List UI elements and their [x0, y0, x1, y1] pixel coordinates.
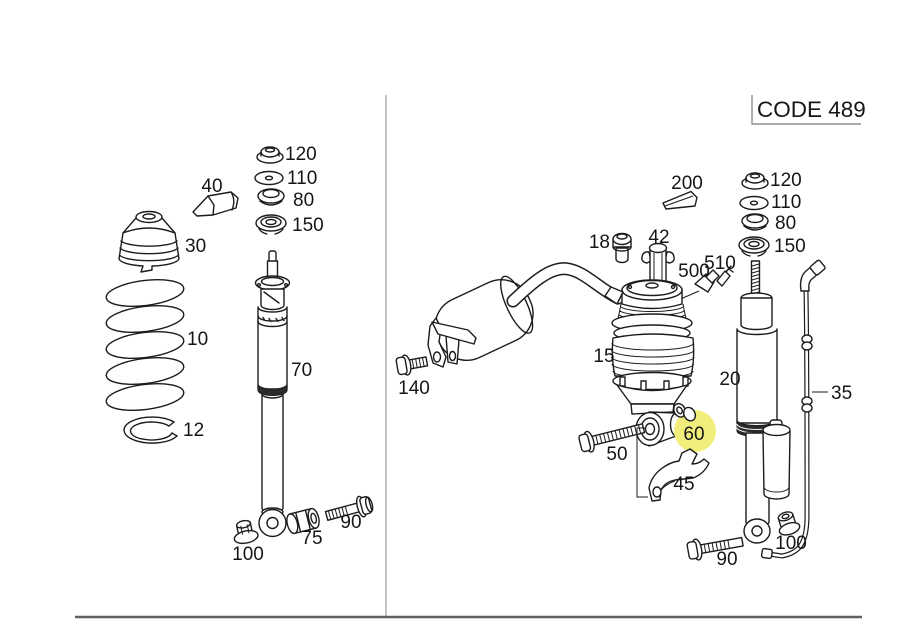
label-120-right[interactable]: 120 [770, 170, 802, 191]
label-40[interactable]: 40 [201, 176, 222, 197]
part-mount-80-right [741, 213, 769, 231]
part-bolt-140 [395, 354, 429, 376]
part-bushing-75 [286, 507, 320, 535]
highlight-circle-60 [674, 410, 716, 452]
part-nut-120-left [256, 146, 284, 164]
label-75[interactable]: 75 [301, 528, 322, 549]
label-12[interactable]: 12 [183, 420, 204, 441]
part-dust-cap-30 [118, 210, 180, 273]
label-42[interactable]: 42 [648, 227, 669, 248]
part-grommet-100-right [777, 511, 801, 536]
part-bolt-90-left [324, 495, 374, 521]
part-reservoir [762, 419, 791, 500]
label-500[interactable]: 500 [678, 261, 710, 282]
part-washer-110-right [739, 195, 769, 211]
code-box-border [751, 95, 861, 125]
part-shock-absorber-20 [736, 260, 778, 544]
label-80-right[interactable]: 80 [775, 213, 796, 234]
label-110-right[interactable]: 110 [771, 192, 801, 213]
part-valve-510 [716, 265, 734, 287]
part-bolt-50 [578, 423, 646, 453]
part-retainer-ring-12 [123, 416, 178, 444]
label-150-right[interactable]: 150 [774, 236, 806, 257]
label-120-left[interactable]: 120 [285, 144, 317, 165]
part-clip-42 [641, 242, 675, 286]
part-bolt-90-right [686, 536, 744, 561]
label-200[interactable]: 200 [671, 173, 703, 194]
part-clamp-60 [673, 402, 697, 422]
part-wedge-200 [662, 190, 698, 210]
part-bump-stop-40 [192, 191, 239, 217]
label-100-left[interactable]: 100 [232, 544, 264, 565]
label-140[interactable]: 140 [398, 378, 430, 399]
label-70[interactable]: 70 [291, 360, 312, 381]
label-100-right[interactable]: 100 [775, 533, 807, 554]
label-110-left[interactable]: 110 [287, 168, 317, 189]
label-90-left[interactable]: 90 [340, 512, 361, 533]
label-90-right[interactable]: 90 [716, 549, 737, 570]
label-50[interactable]: 50 [606, 444, 627, 465]
part-valve-18 [612, 232, 632, 264]
label-35[interactable]: 35 [831, 383, 852, 404]
label-60-highlighted[interactable]: 60 [683, 424, 704, 445]
part-nut-120-right [741, 172, 769, 190]
part-bearing-150-right [738, 236, 770, 257]
part-bracket-45 [648, 448, 710, 502]
part-bearing-150-left [255, 214, 287, 235]
label-20[interactable]: 20 [719, 369, 740, 390]
label-30[interactable]: 30 [185, 236, 206, 257]
part-washer-110-left [254, 170, 284, 186]
air-hose [506, 262, 625, 308]
leader-line-45 [636, 427, 648, 498]
part-mount-80-left [257, 188, 285, 206]
part-shock-absorber-70 [254, 250, 291, 538]
label-80-left[interactable]: 80 [293, 190, 314, 211]
code-label: CODE 489 [757, 97, 866, 122]
label-510[interactable]: 510 [704, 253, 736, 274]
label-10[interactable]: 10 [187, 329, 208, 350]
label-18[interactable]: 18 [589, 232, 610, 253]
label-15[interactable]: 15 [593, 346, 614, 367]
part-nut-100-left [233, 519, 259, 545]
part-sensor-line-35 [760, 259, 828, 560]
label-45[interactable]: 45 [673, 474, 694, 495]
label-150-left[interactable]: 150 [292, 215, 324, 236]
part-coil-spring-10 [105, 279, 185, 411]
